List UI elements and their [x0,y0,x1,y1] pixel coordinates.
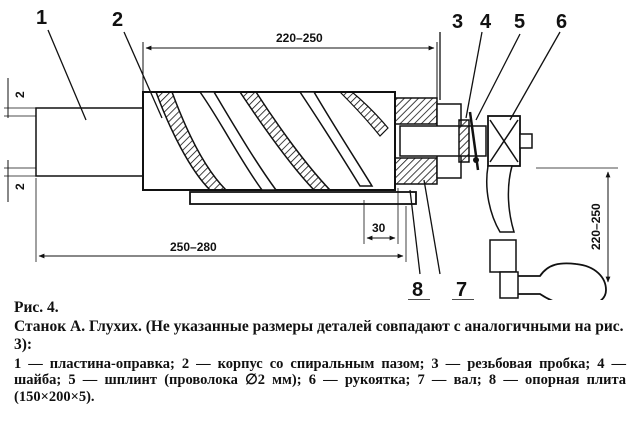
cotter-pin [468,111,480,171]
callout-7: 7 [456,279,467,300]
leader-lines [47,29,561,275]
callout-5: 5 [514,11,525,33]
technical-drawing: 220–250 2 2 [4,7,618,300]
base-plate [189,191,417,205]
callout-3: 3 [452,11,463,33]
spiral-body [142,91,396,191]
dimension-handle-length [536,167,618,283]
callout-1: 1 [36,7,47,29]
figure-title: Станок А. Глухих. (Не указанные размеры … [14,317,624,353]
figure-number: Рис. 4. [14,299,59,316]
dimension-offset-label: 30 [372,221,386,235]
dimension-body-length-label: 220–250 [276,31,323,45]
washer [458,119,470,163]
dimension-total-length-label: 250–280 [170,240,217,254]
dimension-total-length [35,178,407,262]
callout-8: 8 [412,279,423,300]
callout-4: 4 [480,11,492,33]
callout-6: 6 [556,11,567,33]
dimension-offset [363,188,399,244]
handle [485,115,607,300]
callout-2: 2 [112,9,123,31]
dimension-gaps [4,78,40,202]
mandrel-plate [35,107,145,177]
figure-caption: Рис. 4. Станок А. Глухих. (Не указанные … [14,299,626,405]
figure-legend: 1 — пластина-оправка; 2 — корпус со спир… [14,355,626,405]
dimension-gap-bottom-label: 2 [13,183,27,190]
dimension-handle-length-label: 220–250 [589,203,603,250]
dimension-gap-top-label: 2 [13,91,27,98]
dimension-body-length [142,42,438,98]
